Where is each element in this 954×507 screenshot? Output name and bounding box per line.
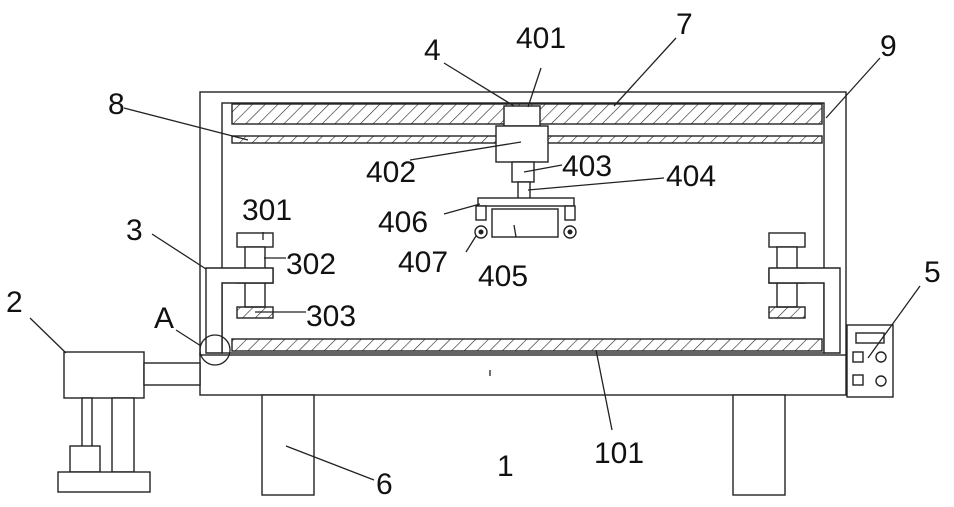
drive-motor: [64, 352, 144, 398]
control-knob-1: [876, 352, 886, 362]
leader-5: [868, 286, 920, 358]
motor-housing: [496, 126, 548, 162]
left-clamp-cap: [237, 233, 273, 247]
base-platform: [200, 353, 846, 395]
label-5: 5: [924, 256, 941, 289]
pump-block: [70, 446, 100, 472]
label-4: 4: [424, 34, 441, 67]
cross-arm: [478, 198, 574, 206]
label-1: 1: [497, 450, 514, 483]
right-leg: [733, 395, 785, 495]
bottom-plate: [232, 339, 822, 351]
label-303: 303: [306, 300, 356, 333]
right-arm-drop: [565, 206, 575, 220]
control-knob-2: [876, 376, 886, 386]
right-clamp-screw: [777, 247, 797, 269]
slider-block: [504, 106, 540, 126]
control-button-1: [853, 352, 863, 362]
label-8: 8: [108, 88, 125, 121]
control-button-2: [853, 375, 863, 385]
label-101: 101: [594, 437, 644, 470]
left-clamp-body: [245, 283, 265, 307]
left-arm-drop: [476, 206, 486, 220]
leader-a: [176, 330, 201, 346]
label-3: 3: [126, 214, 143, 247]
leader-9: [826, 58, 880, 118]
support-post-right: [112, 398, 134, 472]
label-402: 402: [366, 156, 416, 189]
label-403: 403: [562, 150, 612, 183]
label-a: A: [154, 302, 174, 335]
leader-3: [152, 234, 206, 269]
label-301: 301: [242, 194, 292, 227]
label-6: 6: [376, 468, 393, 501]
label-407: 407: [398, 246, 448, 279]
drive-shaft: [144, 363, 200, 385]
left-clamp-screw: [245, 247, 265, 269]
grip-head: [492, 209, 558, 237]
label-401: 401: [516, 22, 566, 55]
label-406: 406: [378, 206, 428, 239]
right-roller-hub: [568, 230, 573, 235]
label-2: 2: [6, 286, 23, 319]
label-302: 302: [286, 248, 336, 281]
leader-2: [30, 318, 66, 353]
right-clamp-cap: [769, 233, 805, 247]
label-7: 7: [676, 8, 693, 41]
right-clamp-pad: [769, 307, 805, 318]
label-405: 405: [478, 260, 528, 293]
label-404: 404: [666, 160, 716, 193]
left-leg: [262, 395, 314, 495]
label-9: 9: [880, 30, 897, 63]
left-roller-hub: [479, 230, 484, 235]
right-clamp-body: [777, 283, 797, 307]
drive-base: [58, 472, 150, 492]
connector-block: [512, 162, 534, 182]
